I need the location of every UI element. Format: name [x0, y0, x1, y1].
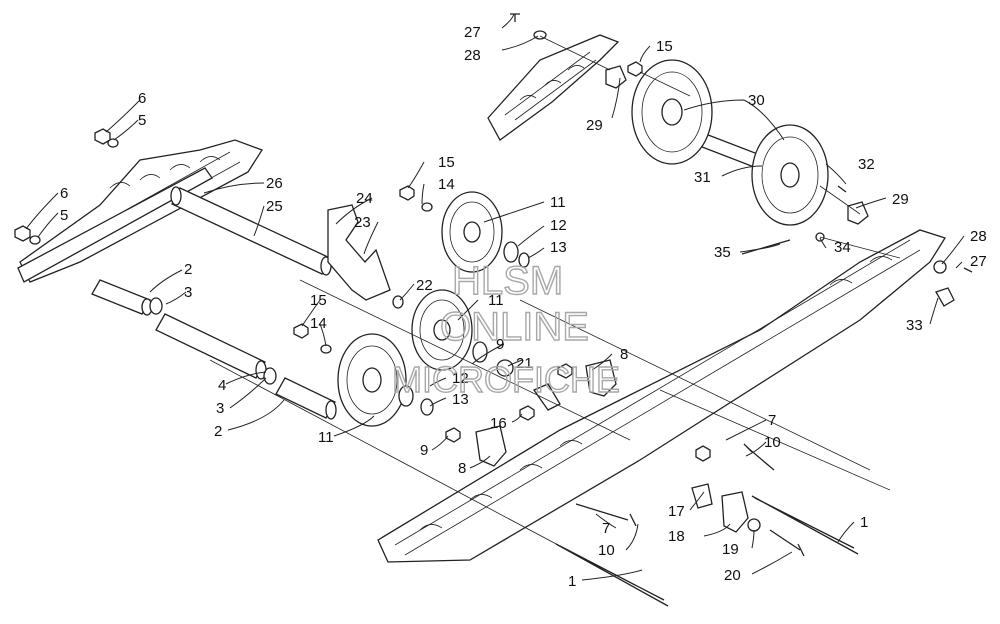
idler-wheel-11-b: [411, 289, 473, 371]
callout-7: 7: [602, 520, 610, 537]
callout-2: 2: [184, 261, 192, 278]
watermark: HLSM ONLINE MICROFICHE: [391, 258, 620, 400]
right-slide-rail: [377, 229, 946, 563]
top-rail-section: [487, 34, 620, 141]
tube-2-lower: [275, 377, 337, 420]
callout-8: 8: [620, 346, 628, 363]
callout-33: 33: [906, 317, 923, 334]
callout-21: 21: [516, 355, 533, 372]
bolts: [510, 13, 973, 607]
callout-8: 8: [458, 460, 466, 477]
center-lines: [209, 35, 901, 547]
callout-10: 10: [598, 542, 615, 559]
wheel-30-front: [631, 59, 713, 165]
callout-11: 11: [318, 429, 334, 446]
left-slide-rail: [17, 139, 263, 283]
callout-20: 20: [724, 567, 741, 584]
watermark-line-1: HLSM: [452, 259, 563, 303]
callout-7: 7: [768, 412, 776, 429]
callout-28: 28: [970, 228, 987, 245]
brackets: [327, 65, 955, 533]
callout-34: 34: [834, 239, 851, 256]
callout-6: 6: [138, 90, 146, 107]
callout-24: 24: [356, 190, 373, 207]
watermark-line-2: ONLINE: [440, 305, 589, 349]
callout-15: 15: [656, 38, 673, 55]
callout-12: 12: [550, 217, 567, 234]
callout-15: 15: [438, 154, 455, 171]
callout-13: 13: [452, 391, 469, 408]
wheel-30-rear: [751, 124, 829, 226]
callout-16: 16: [490, 415, 507, 432]
callout-25: 25: [266, 198, 283, 215]
callout-31: 31: [694, 169, 711, 186]
callout-29: 29: [586, 117, 603, 134]
callout-14: 14: [438, 176, 455, 193]
leader-lines: [25, 13, 965, 581]
callout-17: 17: [668, 503, 685, 520]
callout-3: 3: [184, 284, 192, 301]
callout-5: 5: [138, 112, 146, 129]
callout-32: 32: [858, 156, 875, 173]
bearings-and-rings: [29, 30, 947, 532]
idler-wheel-11-a: [441, 191, 503, 273]
callout-18: 18: [668, 528, 685, 545]
callout-11: 11: [550, 194, 566, 211]
callout-29: 29: [892, 191, 909, 208]
callout-27: 27: [464, 24, 481, 41]
callout-3: 3: [216, 400, 224, 417]
tube-2-upper: [91, 279, 153, 316]
callout-30: 30: [748, 92, 765, 109]
callouts: 27 28 15 30 29 6 5 31 32 6 5 26 25 15 14…: [60, 24, 987, 590]
callout-11: 11: [488, 292, 504, 309]
callout-9: 9: [420, 442, 428, 459]
callout-13: 13: [550, 239, 567, 256]
callout-4: 4: [218, 377, 226, 394]
callout-19: 19: [722, 541, 739, 558]
watermark-line-3: MICROFICHE: [392, 359, 620, 400]
callout-1: 1: [860, 514, 868, 531]
callout-12: 12: [452, 370, 469, 387]
callout-22: 22: [416, 277, 433, 294]
callout-5: 5: [60, 207, 68, 224]
callout-23: 23: [354, 214, 371, 231]
tube-4: [155, 313, 267, 380]
callout-9: 9: [496, 336, 504, 353]
callout-1: 1: [568, 573, 576, 590]
callout-28: 28: [464, 47, 481, 64]
callout-35: 35: [714, 244, 731, 261]
callout-26: 26: [266, 175, 283, 192]
callout-15: 15: [310, 292, 327, 309]
callout-27: 27: [970, 253, 987, 270]
callout-2: 2: [214, 423, 222, 440]
idler-wheel-11-c: [337, 333, 407, 427]
callout-10: 10: [764, 434, 781, 451]
shaft-26-25: [170, 186, 332, 276]
callout-14: 14: [310, 315, 327, 332]
callout-6: 6: [60, 185, 68, 202]
